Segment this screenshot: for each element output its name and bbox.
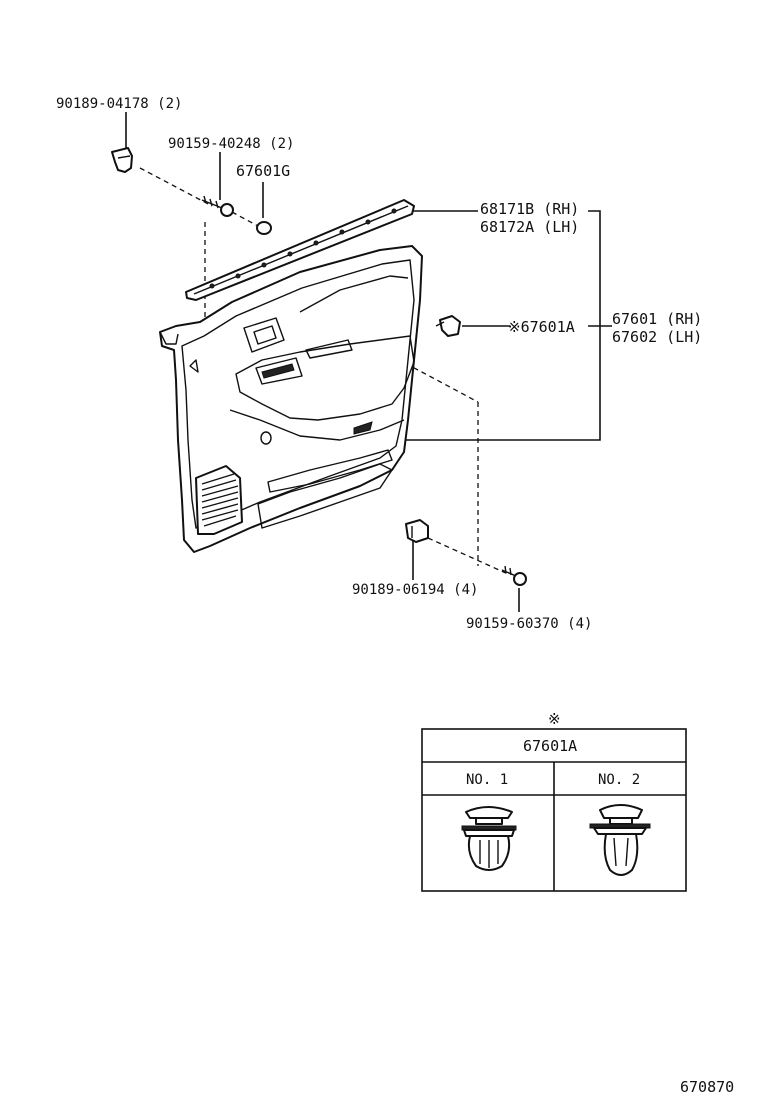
diagram-number: 670870 <box>680 1078 734 1096</box>
legend-table-header: 67601A <box>523 737 577 755</box>
clip-lower-icon <box>405 519 429 543</box>
legend-table: ※ 67601A NO. 1 NO. 2 <box>421 710 687 892</box>
clip-upper-icon <box>111 147 133 173</box>
leader-lines <box>125 112 612 612</box>
clip-no2-icon <box>589 804 651 876</box>
label-screw-lower: 90159-60370 (4) <box>466 616 592 632</box>
door-panel-icon <box>159 245 423 553</box>
legend-col-no1: NO. 1 <box>466 772 508 788</box>
screw-lower-icon <box>501 565 527 586</box>
plug-icon <box>256 221 272 235</box>
legend-note-symbol: ※ <box>548 710 561 728</box>
legend-col-no2: NO. 2 <box>598 772 640 788</box>
label-weatherstrip-lh: 68172A (LH) <box>480 218 579 236</box>
label-weatherstrip-rh: 68171B (RH) <box>480 200 579 218</box>
clip-side-icon <box>435 315 461 337</box>
callout-labels: 90189-04178 (2) 90159-40248 (2) 67601G 6… <box>56 96 734 1096</box>
label-screw-upper: 90159-40248 (2) <box>168 136 294 152</box>
label-clip-lower: 90189-06194 (4) <box>352 582 478 598</box>
label-clip-side: ※67601A <box>508 318 575 336</box>
label-plug: 67601G <box>236 162 290 180</box>
label-panel-lh: 67602 (LH) <box>612 328 702 346</box>
weatherstrip-icon <box>185 199 415 301</box>
screw-upper-icon <box>201 195 234 217</box>
label-clip-upper: 90189-04178 (2) <box>56 96 182 112</box>
label-panel-rh: 67601 (RH) <box>612 310 702 328</box>
clip-no1-icon <box>461 806 517 871</box>
